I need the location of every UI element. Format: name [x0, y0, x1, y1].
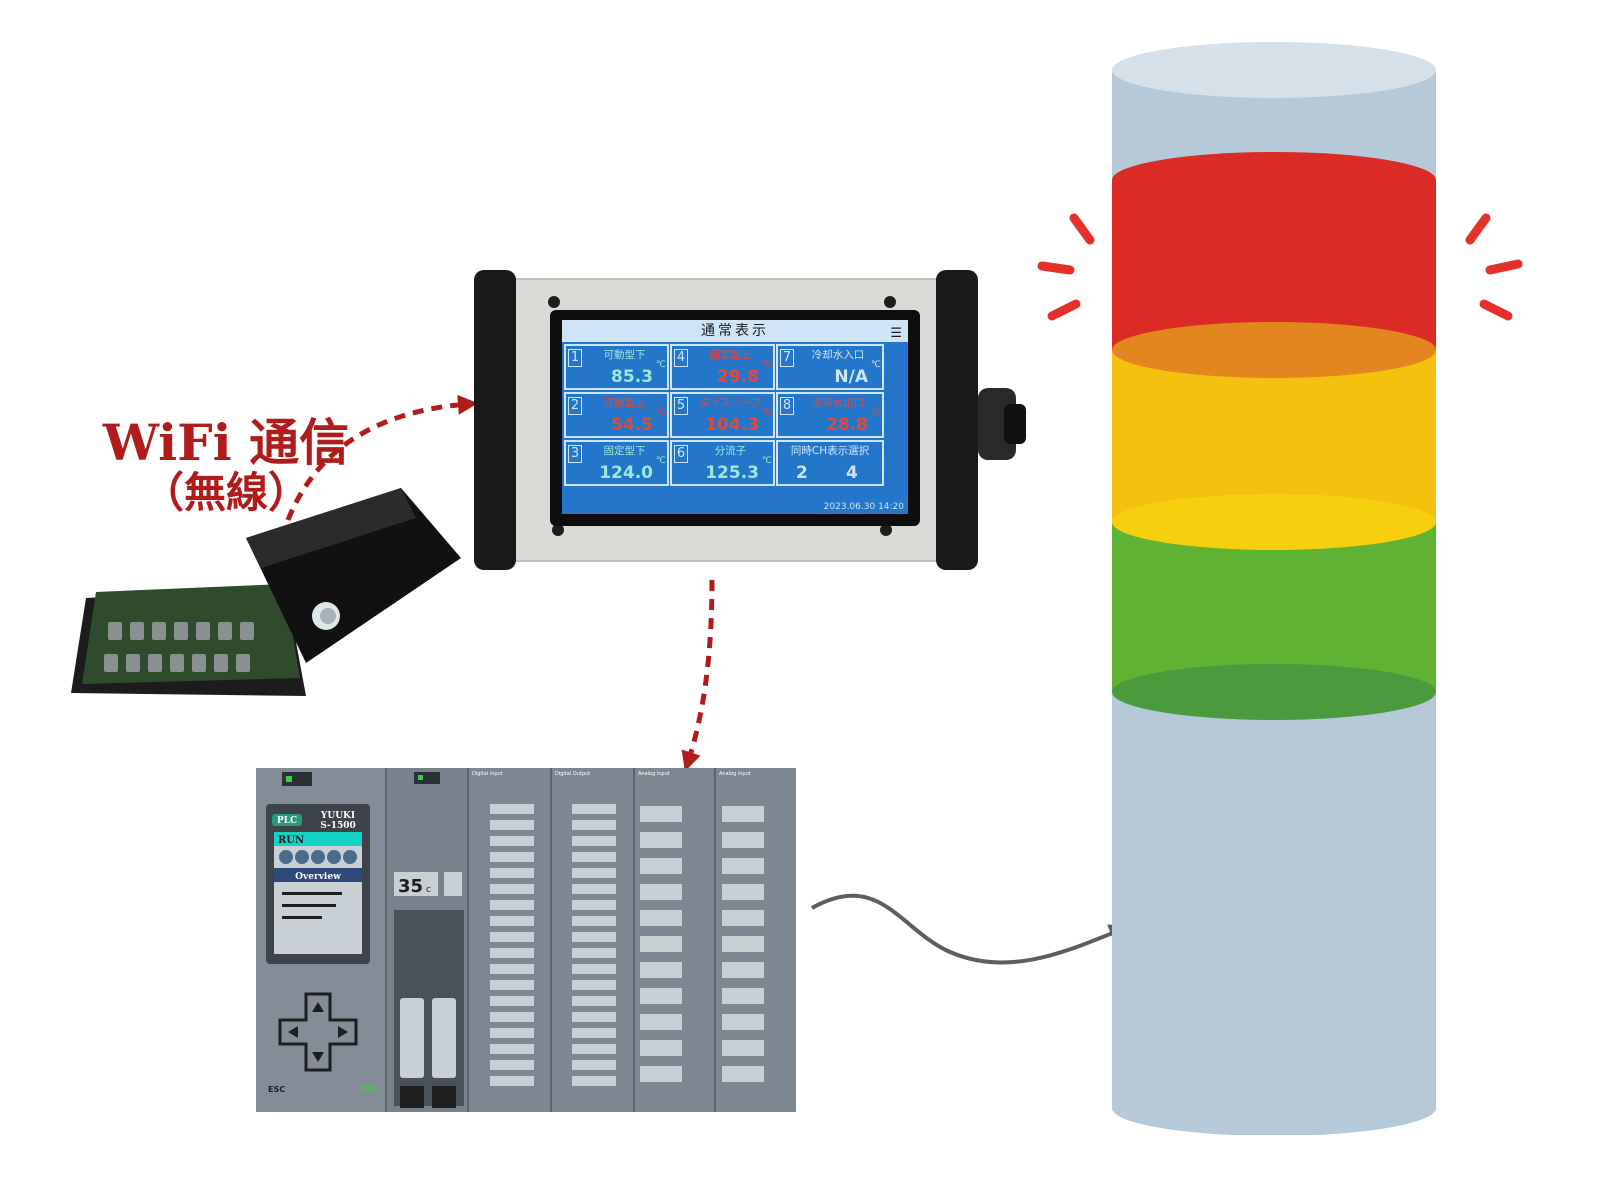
cable-gland-nut — [1004, 404, 1026, 444]
ch-select-cell[interactable]: 同時CH表示選択 2 4 — [776, 440, 884, 486]
channel-unit: ℃ — [655, 456, 666, 466]
channel-name: 冷却水入口 — [811, 349, 865, 361]
yellow-lamp — [1112, 350, 1436, 522]
channel-name: 可動型上 — [603, 397, 646, 409]
channel-number: 1 — [568, 349, 582, 367]
channel-cell[interactable]: 2 可動型上 54.5 ℃ — [564, 392, 669, 438]
channel-number: 6 — [674, 445, 688, 463]
channel-value: 54.5 — [611, 415, 653, 435]
plc-model-line2: S-1500 — [320, 821, 356, 831]
wifi-communication-label: WiFi 通信 （無線） — [96, 418, 356, 514]
screw-icon — [880, 524, 892, 536]
ok-button: OK — [362, 1085, 376, 1094]
channel-name: 固定型下 — [603, 445, 646, 457]
signal-tower-light — [1112, 42, 1436, 1135]
channel-name: 分流子 — [714, 445, 747, 457]
menu-icon[interactable]: ☰ — [890, 326, 902, 341]
plc-temp-unit: c — [426, 885, 431, 895]
channel-number: 5 — [674, 397, 688, 415]
ch-select-label: 同時CH表示選択 — [790, 445, 870, 457]
channel-unit: ℃ — [761, 360, 772, 370]
channel-value: 125.3 — [705, 463, 759, 483]
ch-select-left[interactable]: 2 — [796, 463, 808, 483]
channel-name: 可動型下 — [603, 349, 646, 361]
channel-cell[interactable]: 6 分流子 125.3 ℃ — [670, 440, 775, 486]
screen-title: 通常表示 — [701, 323, 769, 339]
plc-screen-title: Overview — [295, 872, 341, 882]
channel-name: 固定型上 — [709, 349, 752, 361]
touch-panel-display: 通常表示 ☰ 1 可動型下 85.3 ℃ 4 固定型上 29.8 ℃ 7 冷却水… — [474, 270, 1026, 570]
left-end-cap — [474, 270, 516, 570]
channel-value: 29.8 — [717, 367, 759, 387]
channel-value: 124.0 — [599, 463, 653, 483]
channel-unit: ℃ — [761, 408, 772, 418]
channel-value: 104.3 — [705, 415, 759, 435]
screen-title-bar: 通常表示 ☰ — [562, 320, 908, 342]
module-label: Analog input — [638, 771, 670, 777]
channel-unit: ℃ — [655, 360, 666, 370]
plc-status: RUN — [278, 835, 304, 846]
module-label: Analog input — [719, 771, 751, 777]
channel-name: 冷却水出口 — [811, 397, 865, 409]
screw-icon — [548, 296, 560, 308]
screw-icon — [884, 296, 896, 308]
panel-screen[interactable]: 通常表示 ☰ 1 可動型下 85.3 ℃ 4 固定型上 29.8 ℃ 7 冷却水… — [562, 320, 908, 514]
channel-cell[interactable]: 1 可動型下 85.3 ℃ — [564, 344, 669, 390]
alarm-flash-marks — [1037, 213, 1523, 321]
channel-cell[interactable]: 8 冷却水出口 28.8 ℃ — [776, 392, 884, 438]
wifi-arrow — [285, 394, 478, 521]
plc-temp: 35 — [398, 876, 423, 897]
red-lamp — [1112, 180, 1436, 350]
plc-tag: PLC — [277, 816, 297, 826]
green-lamp — [1112, 522, 1436, 692]
channel-name: ダイスリーブ — [699, 397, 762, 409]
wifi-label-line1: WiFi 通信 — [102, 413, 350, 472]
module-label: Digital input — [472, 771, 503, 777]
channel-unit: ℃ — [655, 408, 666, 418]
wifi-receiver-device — [71, 488, 461, 696]
esc-button: ESC — [268, 1085, 285, 1094]
channel-number: 4 — [674, 349, 688, 367]
channel-unit: ℃ — [761, 456, 772, 466]
channel-cell[interactable]: 4 固定型上 29.8 ℃ — [670, 344, 775, 390]
right-end-cap — [936, 270, 978, 570]
channel-cell[interactable]: 7 冷却水入口 N/A ℃ — [776, 344, 884, 390]
module-label: Digital Output — [555, 771, 590, 777]
channel-number: 7 — [780, 349, 794, 367]
plc-model-line1: YUUKI — [320, 811, 355, 821]
ch-select-right[interactable]: 4 — [846, 463, 858, 483]
channel-unit: ℃ — [870, 360, 881, 370]
channel-number: 3 — [568, 445, 582, 463]
channel-value: 28.8 — [826, 415, 868, 435]
plc-to-tower-arrow — [811, 893, 1130, 965]
channel-cell[interactable]: 3 固定型下 124.0 ℃ — [564, 440, 669, 486]
channel-number: 8 — [780, 397, 794, 415]
wifi-label-line2: （無線） — [141, 468, 310, 517]
screen-timestamp: 2023.06.30 14:20 — [823, 502, 904, 512]
channel-value: 85.3 — [611, 367, 653, 387]
channel-value: N/A — [834, 367, 868, 387]
screw-icon — [552, 524, 564, 536]
channel-cell[interactable]: 5 ダイスリーブ 104.3 ℃ — [670, 392, 775, 438]
channel-unit: ℃ — [870, 408, 881, 418]
channel-number: 2 — [568, 397, 582, 415]
plc-unit: PLC YUUKI S-1500 RUN Overview ESC OK 35 … — [256, 768, 796, 1112]
panel-to-plc-arrow — [681, 579, 715, 772]
